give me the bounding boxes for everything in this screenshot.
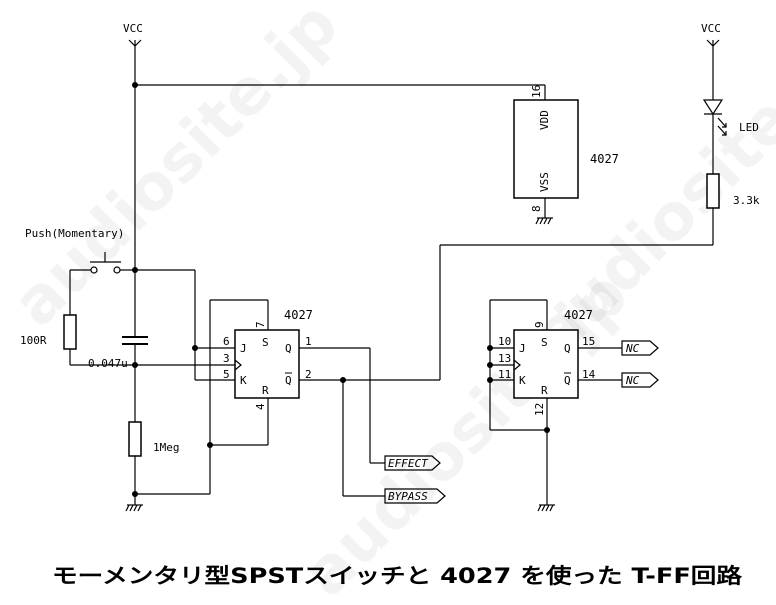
ic-a-pin-clk: 3 bbox=[223, 352, 230, 365]
pin-vss-number: 8 bbox=[530, 205, 543, 212]
ground-symbol bbox=[535, 217, 553, 225]
ic-b-s-label: S bbox=[541, 336, 548, 349]
vdd-label: VDD bbox=[538, 110, 551, 130]
junction-b-k bbox=[487, 377, 493, 383]
ic-b-k-label: K bbox=[519, 374, 526, 387]
bypass-connector: BYPASS bbox=[384, 488, 446, 504]
page-title: モーメンタリ型SPSTスイッチと 4027 を使った T-FF回路 bbox=[52, 564, 743, 588]
ic-a-pin-qbar: 2 bbox=[305, 368, 312, 381]
ic-a-j-label: J bbox=[240, 342, 247, 355]
ic-b-pin-s: 9 bbox=[533, 321, 546, 328]
ic-a-name: 4027 bbox=[284, 308, 313, 322]
ic-b-pin-j: 10 bbox=[498, 335, 511, 348]
ic-b-pin-q: 15 bbox=[582, 335, 595, 348]
vcc-left-label: VCC bbox=[123, 22, 143, 35]
ic-a-pin-s: 7 bbox=[254, 321, 267, 328]
junction-b-gnd bbox=[544, 427, 550, 433]
resistor-1meg: 1Meg bbox=[128, 421, 180, 505]
ic-a-pin-k: 5 bbox=[223, 368, 230, 381]
vcc-right-label: VCC bbox=[701, 22, 721, 35]
vcc-left: VCC bbox=[123, 22, 143, 270]
ic-a-pin-q: 1 bbox=[305, 335, 312, 348]
vcc-right: VCC bbox=[701, 22, 721, 100]
ic-a-qbar-label: Q bbox=[285, 374, 292, 387]
ic-a-pin-j: 6 bbox=[223, 335, 230, 348]
ic-a-4027: J K S R Q Q 6 3 5 7 4 1 2 4027 bbox=[223, 308, 313, 410]
vss-label: VSS bbox=[538, 172, 551, 192]
junction-sr-a bbox=[207, 442, 213, 448]
ic-power-name: 4027 bbox=[590, 152, 619, 166]
ic-b-pin-k: 11 bbox=[498, 368, 511, 381]
switch-label: Push(Momentary) bbox=[25, 227, 124, 240]
junction-b-j bbox=[487, 345, 493, 351]
watermark-text-1: audiosite.jp bbox=[0, 0, 353, 341]
ic-b-q-label: Q bbox=[564, 342, 571, 355]
led: LED bbox=[702, 99, 759, 174]
resistor-100r-label: 100R bbox=[20, 334, 47, 347]
ground-left bbox=[125, 504, 143, 512]
ic-b-j-label: J bbox=[519, 342, 526, 355]
bypass-label: BYPASS bbox=[388, 490, 428, 503]
nc1-label: NC bbox=[625, 342, 640, 355]
ic-b-qbar-label: Q bbox=[564, 374, 571, 387]
pin-vdd-number: 16 bbox=[530, 85, 543, 98]
ic-a-q-label: Q bbox=[285, 342, 292, 355]
ic-a-k-label: K bbox=[240, 374, 247, 387]
ground-right bbox=[537, 504, 555, 512]
ic-b-4027: J K S R Q Q 10 13 11 9 12 15 14 4027 bbox=[498, 308, 596, 416]
ic-a-s-label: S bbox=[262, 336, 269, 349]
ic-a-r-label: R bbox=[262, 384, 269, 397]
nc2-connector: NC bbox=[621, 372, 659, 388]
ic-b-pin-clk: 13 bbox=[498, 352, 511, 365]
led-label: LED bbox=[739, 121, 759, 134]
ic-b-r-label: R bbox=[541, 384, 548, 397]
effect-label: EFFECT bbox=[388, 457, 429, 470]
resistor-100r: 100R bbox=[20, 314, 77, 365]
nc1-connector: NC bbox=[621, 340, 659, 356]
capacitor-label: 0.047u bbox=[88, 357, 128, 370]
resistor-1meg-label: 1Meg bbox=[153, 441, 180, 454]
resistor-3k3: 3.3k bbox=[706, 173, 760, 245]
effect-connector: EFFECT bbox=[384, 455, 441, 471]
capacitor: 0.047u bbox=[88, 270, 148, 422]
ic-b-name: 4027 bbox=[564, 308, 593, 322]
nc2-label: NC bbox=[625, 374, 640, 387]
ic-b-pin-r: 12 bbox=[533, 403, 546, 416]
junction-b-clk bbox=[487, 362, 493, 368]
resistor-3k3-label: 3.3k bbox=[733, 194, 760, 207]
ic-b-pin-qbar: 14 bbox=[582, 368, 596, 381]
ic-a-pin-r: 4 bbox=[254, 403, 267, 410]
ic-power-4027: 16 VDD VSS 8 4027 bbox=[513, 85, 619, 225]
